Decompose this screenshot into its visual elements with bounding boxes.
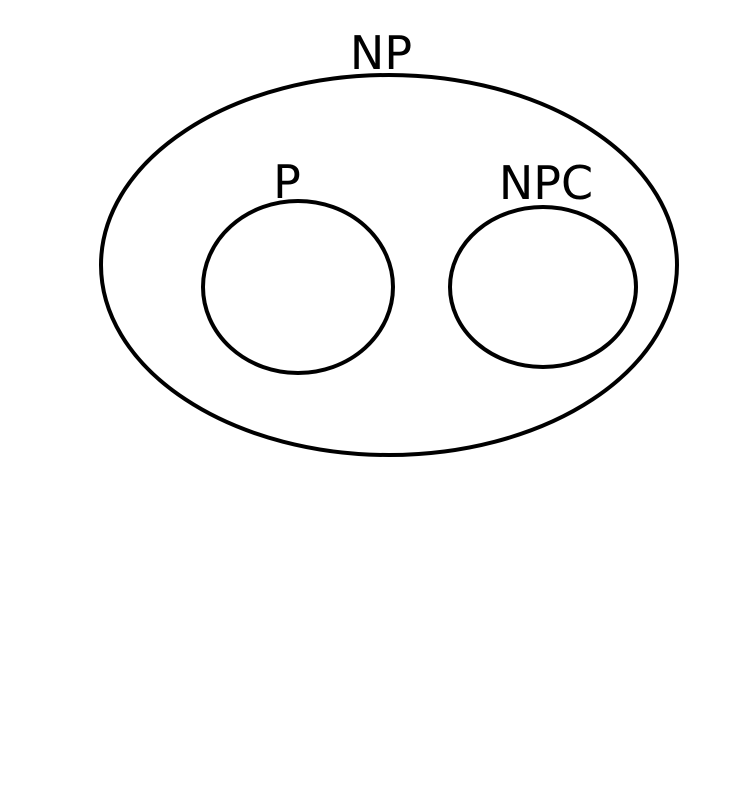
npc-set-label: NPC — [499, 156, 593, 210]
np-set-ellipse — [99, 73, 679, 457]
p-set-ellipse — [201, 199, 395, 375]
npc-set-ellipse — [448, 205, 638, 369]
np-set-label: NP — [350, 26, 412, 80]
p-set-label: P — [273, 155, 301, 209]
